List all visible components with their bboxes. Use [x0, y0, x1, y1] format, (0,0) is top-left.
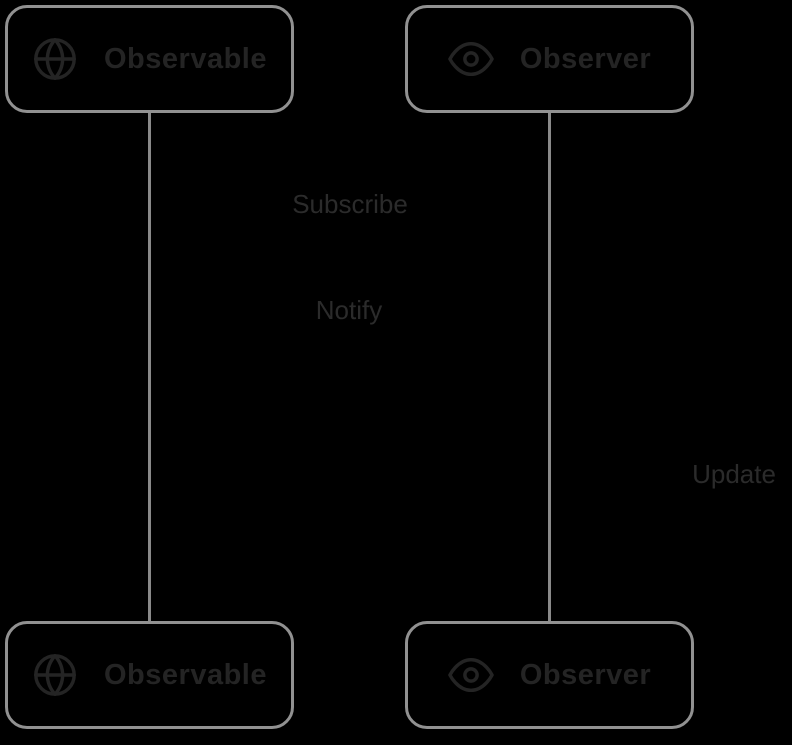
- actor-label: Observable: [104, 42, 267, 75]
- message-label-notify: Notify: [315, 295, 383, 325]
- actor-box-observer-top: Observer: [405, 5, 694, 113]
- actor-box-observable-bottom: Observable: [5, 621, 294, 729]
- lifeline-observable: [148, 112, 151, 622]
- actor-label: Observable: [104, 658, 267, 691]
- actor-box-observable-top: Observable: [5, 5, 294, 113]
- eye-icon: [448, 652, 494, 698]
- message-label-subscribe: Subscribe: [292, 189, 408, 219]
- actor-box-observer-bottom: Observer: [405, 621, 694, 729]
- message-label-update: Update: [692, 459, 776, 489]
- actor-label: Observer: [519, 658, 652, 691]
- lifeline-observer: [548, 112, 551, 622]
- globe-icon: [32, 652, 78, 698]
- actor-label: Observer: [519, 42, 652, 75]
- eye-icon: [448, 36, 494, 82]
- globe-icon: [32, 36, 78, 82]
